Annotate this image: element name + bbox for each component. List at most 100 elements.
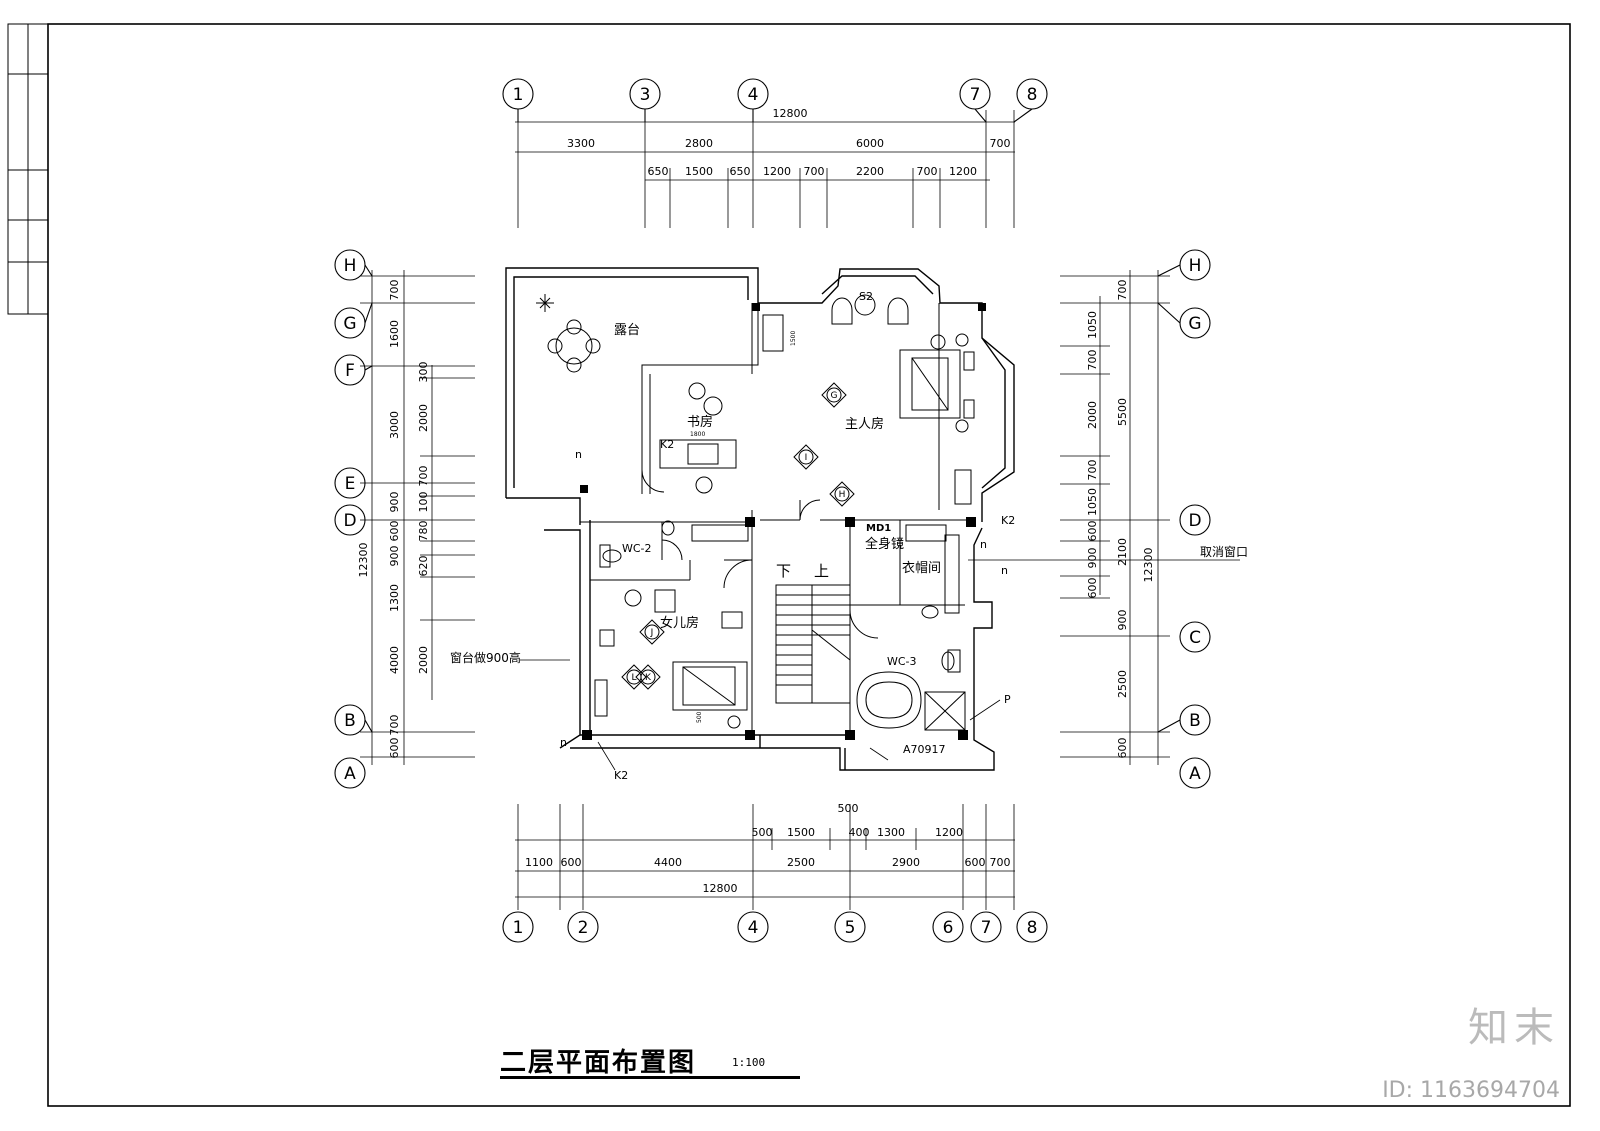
axis-right-G: G [1188,314,1201,334]
dim-right-inner-6: 900 [1086,548,1099,569]
dim-top-row1-3: 700 [990,137,1011,150]
room-daughter-label: 女儿房 [660,615,699,631]
dim-bottom-row1-6: 700 [990,856,1011,869]
dim-right-outer-4: 2500 [1116,670,1129,698]
dim-left-outer-7: 4000 [388,646,401,674]
axis-bottom-6: 6 [943,918,954,938]
dim-right-inner-1: 700 [1086,350,1099,371]
dim-bottom-row1-0: 1100 [525,856,553,869]
axis-right-A: A [1189,764,1201,784]
dim-right-inner-2: 2000 [1086,401,1099,429]
dim-top-row2-3: 1200 [763,165,791,178]
axis-right-B: B [1189,711,1201,731]
dim-bottom-total: 12800 [703,882,738,895]
axis-left-F: F [345,361,355,381]
dim-right-outer-0: 700 [1116,280,1129,301]
note-k2-bottom: K2 [614,769,628,782]
index-marker-k: K [645,673,652,683]
dim-right-outer-2: 2100 [1116,538,1129,566]
dimension-lines-bottom [515,804,1015,910]
axis-bottom-2: 2 [578,918,589,938]
interior-walls [580,303,975,735]
dim-top-row2-0: 650 [648,165,669,178]
dim-left-outer-0: 700 [388,280,401,301]
dim-bottom-row2-3: 1300 [877,826,905,839]
drawing-scale: 1:100 [732,1056,766,1069]
note-n-2: n [980,538,987,551]
watermark-id: ID: 1163694704 [1382,1078,1560,1103]
note-k2-study: K2 [660,438,674,451]
dim-left-inner-6: 2000 [417,646,430,674]
dim-right-inner-3: 700 [1086,460,1099,481]
axis-bottom-5: 5 [845,918,856,938]
note-p: P [1004,693,1011,706]
dim-top-row2-2: 650 [730,165,751,178]
room-terrace-label: 露台 [614,323,640,338]
room-wc2-label: WC-2 [622,542,652,555]
dim-bottom-row2-1: 1500 [787,826,815,839]
dim-left-outer-6: 1300 [388,584,401,612]
dim-bottom-row1-3: 2500 [787,856,815,869]
dim-left-outer-1: 1600 [388,320,401,348]
note-n-3: n [1001,564,1008,577]
note-n-1: n [575,448,582,461]
index-marker-g: G [831,391,838,401]
stair-up-label: 上 [814,562,829,580]
index-marker-h: H [839,490,846,500]
room-master-label: 主人房 [845,416,884,432]
axis-bottom-1: 1 [513,918,524,938]
watermark-brand: 知末 [1468,1005,1560,1051]
furniture [536,294,975,731]
axis-left-A: A [344,764,356,784]
dim-top-total: 12800 [773,107,808,120]
axis-top-4: 4 [748,85,759,105]
axis-top-3: 3 [640,85,651,105]
axis-top-1: 1 [513,85,524,105]
dim-top-row2-6: 700 [917,165,938,178]
note-a70917: A70917 [903,743,946,756]
axis-bubbles [334,78,1211,943]
dim-right-total: 12300 [1142,548,1155,583]
dim-left-total: 12300 [357,543,370,578]
doors [641,469,879,639]
dimension-lines-top [515,110,1015,228]
axis-bottom-4: 4 [748,918,759,938]
dim-bottom-row1-1: 600 [561,856,582,869]
dim-left-inner-3: 100 [417,492,430,513]
axis-left-B: B [344,711,356,731]
dim-top-row2-5: 2200 [856,165,884,178]
dim-bottom-row1-2: 4400 [654,856,682,869]
dim-bottom-row1-5: 600 [965,856,986,869]
dim-top-row2-7: 1200 [949,165,977,178]
axis-top-7: 7 [970,85,981,105]
note-md1: MD1 [866,523,891,534]
dim-left-outer-8: 700 [388,715,401,736]
axis-left-H: H [344,256,357,276]
dim-bottom-row2-4: 1200 [935,826,963,839]
axis-left-G: G [343,314,356,334]
note-1800: 1800 [690,431,705,438]
room-wc3-label: WC-3 [887,655,917,668]
note-n-4: n [560,736,567,749]
room-closet-label: 衣帽间 [902,560,941,576]
dim-top-row1-1: 2800 [685,137,713,150]
dim-right-inner-7: 600 [1086,578,1099,599]
index-marker-l: L [631,673,636,683]
dim-right-outer-1: 5500 [1116,398,1129,426]
axis-right-C: C [1189,628,1201,648]
drawing-title: 二层平面布置图 [500,1048,697,1078]
note-s2: S2 [859,290,873,303]
axis-left-E: E [345,474,356,494]
dim-left-inner-4: 780 [417,521,430,542]
index-marker-j: J [650,628,654,638]
note-window-sill: 窗台做900高 [450,650,521,665]
staircase [775,584,851,704]
axis-top-8: 8 [1027,85,1038,105]
dim-left-outer-9: 600 [388,738,401,759]
room-study-label: 书房 [687,414,713,430]
dimension-lines-right [1060,270,1170,765]
dim-bottom-row2-2: 400 [849,826,870,839]
dim-left-outer-3: 900 [388,492,401,513]
dim-bottom-row1-4: 2900 [892,856,920,869]
